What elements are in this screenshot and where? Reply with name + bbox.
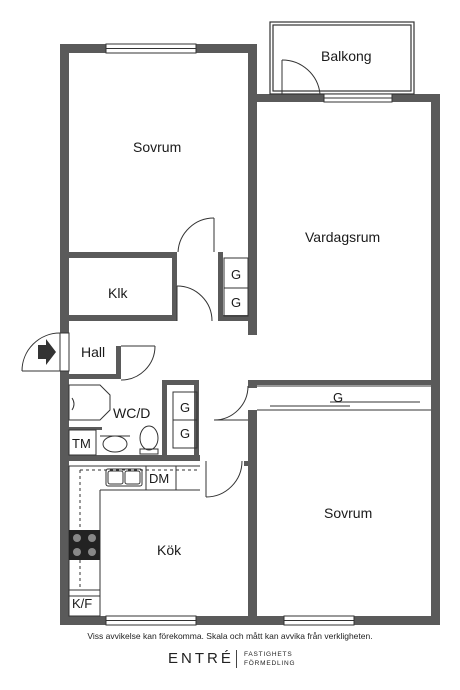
brand-name: ENTRÉ	[168, 650, 234, 667]
label-balkong: Balkong	[321, 48, 372, 64]
label-g-hall-1: G	[180, 400, 190, 415]
doors	[21, 59, 321, 498]
entrance-arrow-icon	[38, 339, 56, 365]
walls	[60, 44, 440, 625]
brand-logo: ENTRÉ FASTIGHETS FÖRMEDLING	[0, 648, 460, 672]
disclaimer-text: Viss avvikelse kan förekomma. Skala och …	[87, 631, 373, 641]
label-g-sovrum: G	[333, 390, 343, 405]
shower-icon	[68, 384, 111, 421]
label-g-hall-2: G	[180, 426, 190, 441]
brand-sub-line-2: FÖRMEDLING	[244, 660, 296, 667]
kitchen-sink-icon	[105, 468, 143, 487]
closets	[172, 257, 431, 449]
brand-sub-line-1: FASTIGHETS	[244, 651, 293, 658]
bathroom-fixtures	[68, 384, 159, 456]
windows	[59, 43, 393, 626]
toilet-icon	[139, 425, 159, 451]
stove-icon	[69, 530, 100, 560]
label-sovrum-bottom: Sovrum	[324, 505, 372, 521]
label-g-upper-1: G	[231, 267, 241, 282]
brand-divider	[236, 650, 237, 668]
label-wcd: WC/D	[113, 405, 150, 421]
label-tm: TM	[72, 436, 91, 451]
label-kok: Kök	[157, 542, 182, 558]
label-hall: Hall	[81, 344, 105, 360]
label-g-upper-2: G	[231, 295, 241, 310]
label-klk: Klk	[108, 285, 128, 301]
sink-icon	[102, 435, 128, 453]
label-dm: DM	[149, 471, 169, 486]
label-vardagsrum: Vardagsrum	[305, 229, 380, 245]
label-sovrum-top: Sovrum	[133, 139, 181, 155]
label-kf: K/F	[72, 596, 92, 611]
